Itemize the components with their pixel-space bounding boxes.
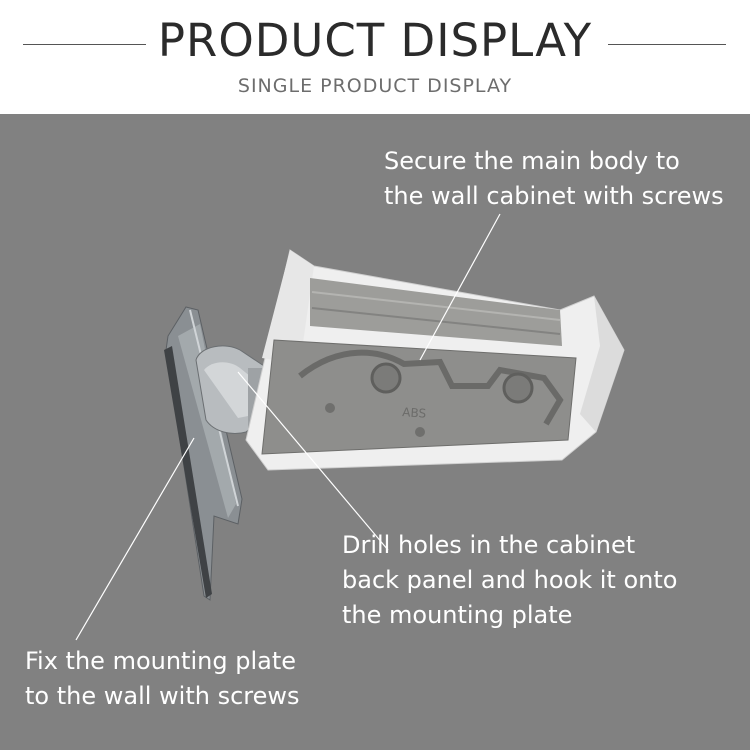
title-divider-left [23, 44, 146, 45]
callout-fix-mounting-plate: Fix the mounting plate to the wall with … [25, 644, 300, 714]
plastic-body: ABS [261, 278, 577, 455]
callout-line: Secure the main body to [384, 147, 680, 175]
leader-line-top [419, 213, 501, 361]
leader-line-bottom [75, 437, 195, 641]
leader-line-middle [237, 371, 389, 551]
callout-line: to the wall with screws [25, 682, 300, 710]
product-photo: ABS Secure the main body to the wall cab… [0, 114, 750, 750]
title-divider-right [608, 44, 726, 45]
product-illustration: ABS [75, 213, 625, 641]
callout-drill-holes: Drill holes in the cabinet back panel an… [342, 528, 677, 633]
header: PRODUCT DISPLAY SINGLE PRODUCT DISPLAY [0, 0, 750, 112]
callout-line: the mounting plate [342, 601, 573, 629]
callout-leader-lines [75, 213, 501, 641]
abs-emboss: ABS [402, 405, 427, 421]
callout-line: Fix the mounting plate [25, 647, 296, 675]
callout-line: the wall cabinet with screws [384, 182, 724, 210]
callout-line: Drill holes in the cabinet [342, 531, 636, 559]
callout-secure-main-body: Secure the main body to the wall cabinet… [384, 144, 724, 214]
page-subtitle: SINGLE PRODUCT DISPLAY [237, 75, 513, 97]
callout-line: back panel and hook it onto [342, 566, 678, 594]
page-title: PRODUCT DISPLAY [157, 14, 593, 67]
